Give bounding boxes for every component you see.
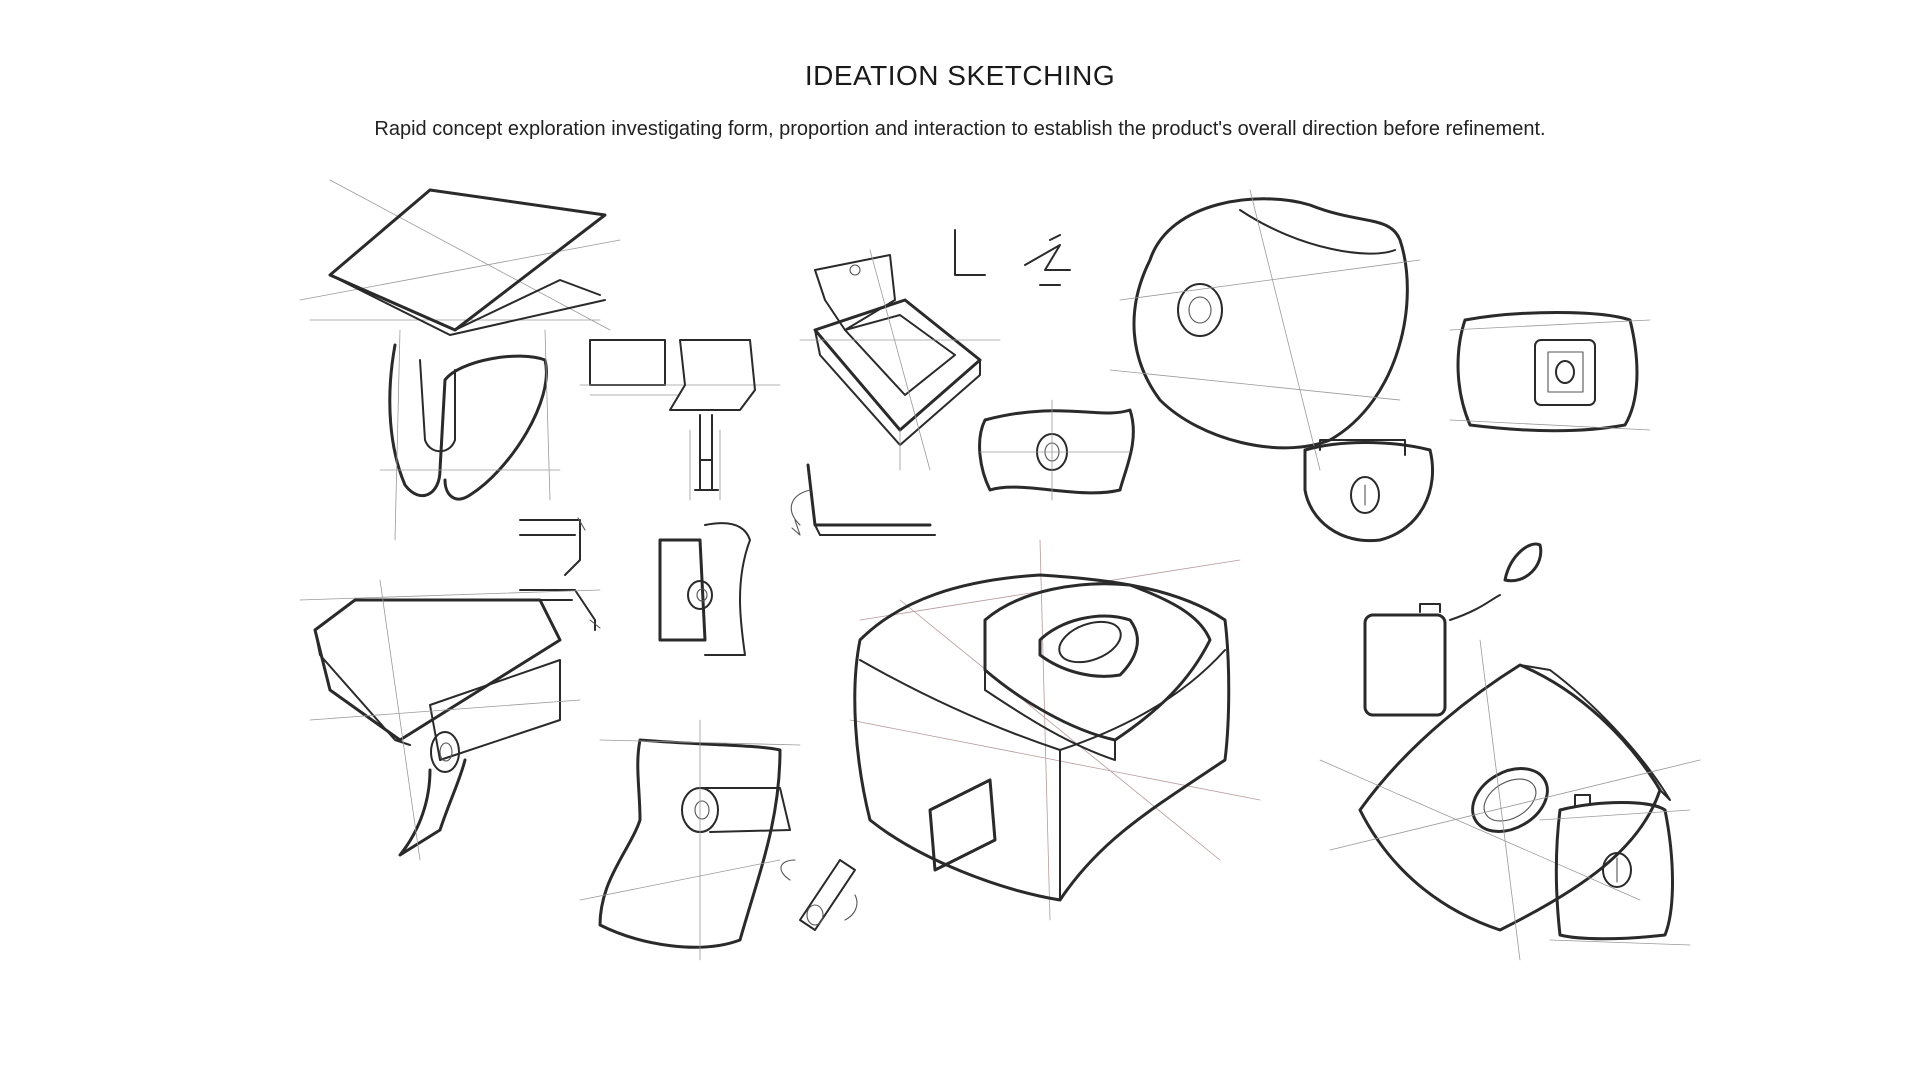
sketch-vertical-clip: [658, 522, 751, 656]
sketch-square-device: [1449, 311, 1651, 433]
sketch-tilted-slab: [1319, 639, 1701, 961]
sketch-round-body: [1109, 189, 1421, 471]
sketch-hinged-tray: [799, 229, 1071, 471]
sketch-clip-bracket: [519, 517, 601, 631]
sketch-main-base: [849, 539, 1261, 921]
sketch-panels: [579, 339, 781, 501]
sketch-tag: [1363, 542, 1543, 717]
sketch-small-puck: [1303, 439, 1435, 543]
page-subtitle: Rapid concept exploration investigating …: [374, 118, 1546, 140]
sketch-hinged-box: [299, 579, 601, 861]
page-title: IDEATION SKETCHING: [804, 60, 1116, 91]
sketch-laptop-stand: [299, 179, 621, 541]
sketch-puck: [978, 399, 1135, 501]
sketch-rounded-square: [1539, 794, 1691, 946]
sketch-l-stand: [790, 463, 936, 536]
sketch-pin-body: [579, 719, 858, 961]
